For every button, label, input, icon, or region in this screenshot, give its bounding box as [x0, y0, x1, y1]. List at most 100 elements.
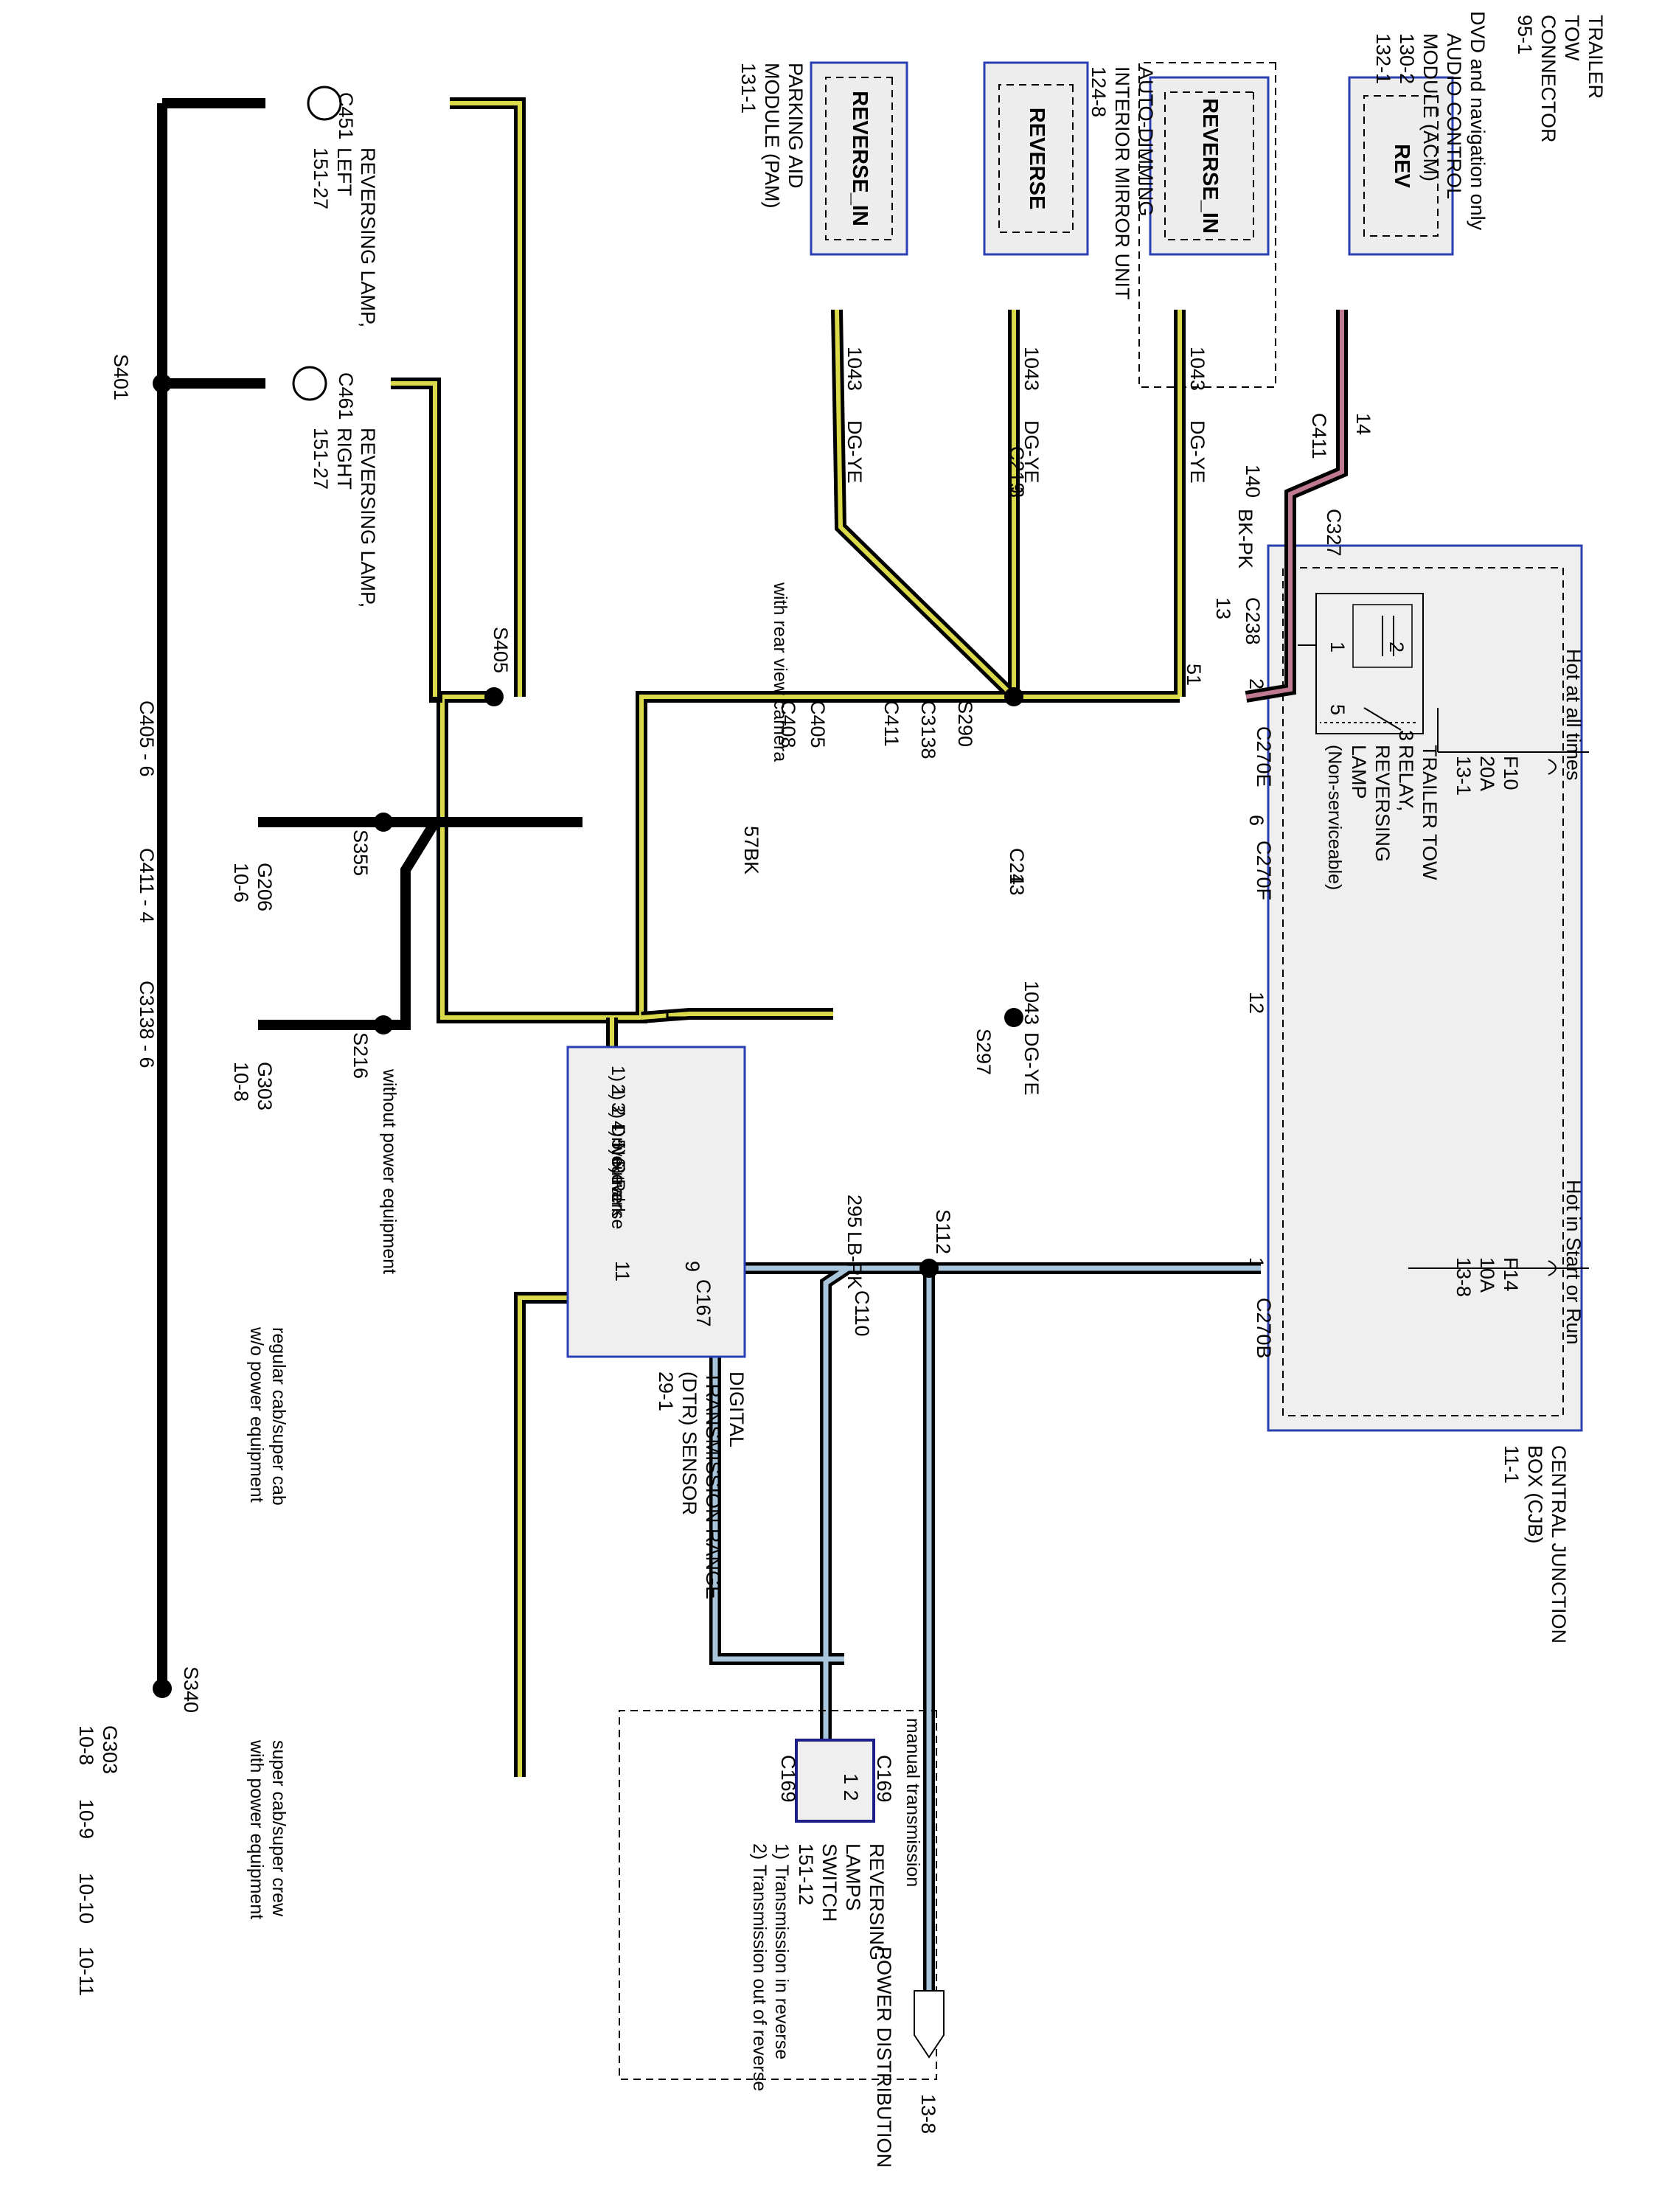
c411b-label: C411: [880, 700, 902, 747]
splice-s216-label: S216: [349, 1032, 372, 1079]
c238-label-a: C238: [1242, 597, 1264, 645]
splice-s297-label: S297: [973, 1029, 995, 1075]
g206-label: G206: [254, 863, 276, 911]
relay-pin-2: 2: [1385, 641, 1408, 653]
dtr-pin-11: 11: [611, 1261, 633, 1281]
reversing-lamp-left: C451 REVERSING LAMP, LEFT 151-27: [307, 86, 379, 327]
mirror-title-2: INTERIOR MIRROR UNIT: [1111, 66, 1133, 300]
lbpk-label-circuit: 295: [844, 1194, 866, 1228]
switch-contacts: 1 2: [840, 1773, 862, 1801]
left-lamp-title-2: LEFT: [333, 147, 355, 196]
splice-s355-label: S355: [349, 830, 372, 876]
fuse-f14-ref: 13-8: [1453, 1257, 1475, 1297]
pam-title-1: PARKING AID: [785, 63, 807, 189]
trailer-tow-title-4: 95-1: [1514, 15, 1536, 55]
wire-dgye: [391, 97, 1186, 1777]
cjb-pin-12: 12: [1245, 992, 1267, 1014]
relay-title-1: TRAILER TOW: [1419, 745, 1441, 880]
super-cab-note-2: with power equipment: [246, 1739, 267, 1919]
relay-title-5: (Non-serviceable): [1324, 745, 1345, 890]
dgye-label-s297-color: DG-YE: [1020, 1032, 1043, 1096]
splice-s216: [374, 1015, 393, 1034]
c238-pin-51: 51: [1183, 664, 1205, 686]
dtr-title-3: (DTR) SENSOR: [678, 1371, 700, 1515]
g303b-label: G303: [99, 1725, 121, 1774]
mirror-title-3: 124-8: [1088, 66, 1110, 117]
splice-s290: [1004, 687, 1023, 706]
acm-note: DVD and navigation only: [1467, 11, 1489, 231]
mirror-module: REVERSE AUTO-DIMMING INTERIOR MIRROR UNI…: [983, 61, 1157, 300]
c411-label: C411: [1308, 413, 1330, 459]
acm-title-3: 130-2: [1396, 33, 1418, 84]
switch-note-2: 2) Transmission out of reverse: [749, 1843, 770, 2091]
dtr-title-4: 29-1: [655, 1371, 677, 1411]
dtr-sensor: 1) 1 2) 2 3) Drive 4) Neutral 5) Reverse…: [566, 1046, 748, 1599]
g303a-ref: 10-8: [230, 1062, 252, 1102]
c167-label: C167: [692, 1279, 714, 1327]
lbpk-label-color: LB-PK: [844, 1231, 866, 1289]
relay-pin-1: 1: [1326, 641, 1349, 653]
acm-title-1: AUDIO CONTROL: [1443, 33, 1465, 199]
g303b-ref-3: 10-10: [75, 1873, 97, 1924]
dtr-position-2: 2) 2: [608, 1084, 628, 1116]
c213-pin: 4: [1006, 874, 1028, 885]
relay-pin-5: 5: [1326, 704, 1349, 715]
dgye-label-s297-circuit: 1043: [1020, 981, 1043, 1025]
connector-labels: C411 14 C327 C238 13 51 C219 3 C213 4 C3…: [246, 413, 1374, 1919]
splice-s355: [374, 813, 393, 832]
central-junction-box: CENTRAL JUNCTION BOX (CJB) 11-1 Hot at a…: [1245, 544, 1589, 1644]
splice-s401: [153, 374, 172, 393]
dtr-pin-9: 9: [681, 1261, 703, 1272]
fuse-f10-label: F10: [1500, 756, 1522, 790]
pam-title-2: MODULE (PAM): [761, 63, 783, 209]
acm-title-2: MODULE (ACM): [1419, 33, 1441, 181]
switch-note-1: 1) Transmission in reverse: [771, 1843, 792, 2059]
trailer-tow-connector: REV TRAILER TOW CONNECTOR 95-1: [1348, 15, 1607, 256]
cjb-title-1: CENTRAL JUNCTION: [1548, 1445, 1570, 1644]
acm-module: REVERSE_IN DVD and navigation only AUDIO…: [1138, 11, 1489, 388]
relay-title-4: LAMP: [1348, 745, 1370, 799]
c169-label-a: C169: [873, 1755, 895, 1803]
g303a-label: G303: [254, 1062, 276, 1110]
c270e-label: C270E: [1253, 726, 1275, 787]
rear-camera-note: with rear view camera: [770, 582, 790, 762]
c405-label: C405: [807, 700, 829, 748]
dgye-label-pam-circuit: 1043: [844, 347, 866, 391]
c270f-pin: 6: [1245, 815, 1267, 826]
dtr-position-6: 6) Park: [608, 1158, 628, 1217]
pam-module: REVERSE_IN PARKING AID MODULE (PAM) 131-…: [737, 61, 908, 256]
trailer-tow-pin-label: REV: [1390, 144, 1413, 188]
cjb-title-3: 11-1: [1500, 1445, 1523, 1484]
splice-s340: [153, 1679, 172, 1698]
acm-title-4: 132-1: [1372, 33, 1394, 84]
dtr-title-1: DIGITAL: [726, 1371, 748, 1447]
fuse-f14-amp: 10A: [1476, 1257, 1498, 1293]
right-lamp-title-2: RIGHT: [333, 428, 355, 490]
c169-label-b: C169: [777, 1755, 799, 1803]
mirror-pin-label: REVERSE: [1025, 108, 1048, 210]
wire-bk: [157, 98, 582, 1688]
wire-lbpk: [709, 1262, 1261, 2020]
switch-title-1: REVERSING: [866, 1843, 888, 1961]
dtr-title-2: TRANSMISSION RANGE: [702, 1371, 724, 1599]
g206-ref: 10-6: [230, 863, 252, 902]
g303b-ref-2: 10-9: [75, 1799, 97, 1839]
c213-label: C213: [1006, 848, 1028, 896]
dgye-label-pam-color: DG-YE: [844, 420, 866, 484]
c238-pin-13: 13: [1212, 597, 1234, 619]
power-distribution-page: 13-8: [917, 2094, 939, 2134]
power-distribution-label: POWER DISTRIBUTION: [873, 1947, 895, 2168]
splice-s290-label: S290: [954, 700, 976, 747]
g303b-ref-1: 10-8: [75, 1725, 97, 1765]
bkpk-circuit: 140: [1242, 465, 1264, 498]
c327-label: C327: [1323, 509, 1345, 557]
fuse-f10-ref: 13-1: [1453, 756, 1475, 796]
grounds: G206 10-6 G303 10-8 G303 10-8 10-9 10-10…: [75, 700, 276, 1996]
ground-connector-c3138: C3138 - 6: [136, 981, 158, 1068]
c219-label: C219: [1006, 446, 1028, 494]
pam-pin-label: REVERSE_IN: [848, 91, 872, 226]
splice-s405-label: S405: [490, 627, 512, 673]
bk-label-color: BK: [740, 848, 762, 874]
